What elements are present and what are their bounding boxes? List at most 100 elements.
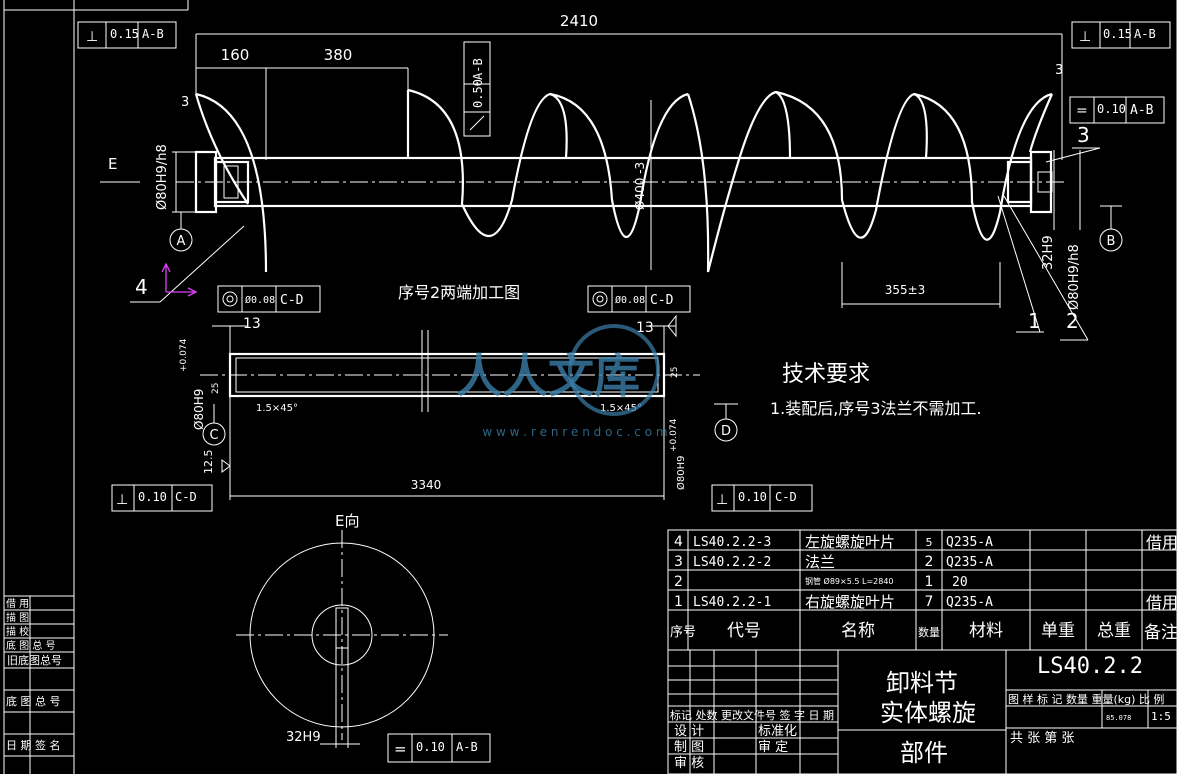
label-standardization: 标准化 — [758, 724, 797, 739]
svg-text:⊥: ⊥ — [716, 492, 728, 508]
svg-text:A-B: A-B — [1134, 27, 1156, 41]
balloon-4: 4 — [135, 275, 148, 299]
dim-13-right: 13 — [636, 320, 654, 336]
dim-32h9: 32H9 — [1041, 235, 1056, 270]
fcf-perp-top-left: ⊥ 0.15 A-B — [77, 21, 177, 49]
strip-label-6: 底 图 总 号 — [6, 694, 61, 708]
bom-table: 4 LS40.2.2-3 左旋螺旋叶片 5 Q235-A 借用 3 LS40.2… — [667, 529, 1177, 651]
svg-text:单重: 单重 — [1041, 621, 1075, 641]
tech-note: 1.装配后,序号3法兰不需加工. — [770, 399, 982, 418]
label-check: 审 核 — [674, 756, 704, 771]
strip-label-5: 旧底图总号 — [7, 653, 62, 667]
svg-text:3: 3 — [674, 554, 683, 570]
svg-text:A-B: A-B — [456, 740, 478, 754]
svg-text:=: = — [1076, 103, 1088, 119]
svg-text:0.15: 0.15 — [1103, 27, 1132, 41]
svg-text:0.15: 0.15 — [110, 27, 139, 41]
svg-text:A-B: A-B — [142, 27, 164, 41]
svg-text:1: 1 — [674, 594, 683, 610]
bom-row: 2 钢管 Ø89×5.5 L=2840 1 20 — [674, 574, 968, 590]
label-design: 设 计 — [674, 724, 704, 739]
svg-text:20: 20 — [952, 575, 968, 590]
fcf-perp-bottom-left: ⊥ 0.10 C-D — [111, 484, 213, 512]
dim-phi400: Ø400 -3 — [633, 162, 647, 210]
scale-value: 1:5 — [1151, 710, 1171, 723]
fcf-concen-left: Ø0.08 C-D — [217, 285, 321, 313]
svg-text:备注: 备注 — [1144, 623, 1177, 643]
fcf-perp-bottom-right: ⊥ 0.10 C-D — [711, 484, 813, 512]
fcf-perp-top-right: ⊥ 0.15 A-B — [1071, 21, 1171, 49]
revision-header: 标记 处数 更改文件号 签 字 日 期 — [670, 708, 834, 722]
svg-text:Q235-A: Q235-A — [946, 555, 993, 570]
dim-phi80-shaft-right: Ø80H9 — [675, 456, 687, 490]
dim-3-right: 3 — [1055, 63, 1063, 78]
svg-text:4: 4 — [674, 534, 683, 550]
svg-text:C-D: C-D — [175, 490, 197, 504]
dim-chamfer-left: 1.5×45° — [256, 403, 298, 414]
datum-a: A — [177, 234, 186, 249]
svg-text:总重: 总重 — [1097, 621, 1131, 641]
svg-text:0.10: 0.10 — [138, 490, 167, 504]
svg-text:0.10: 0.10 — [416, 740, 445, 754]
screw-assembly-view: 2410 160 380 3 3 Ø80H9/h8 Ø400 -3 355±3 … — [100, 12, 1123, 341]
svg-text:2: 2 — [925, 554, 934, 570]
svg-text:5: 5 — [926, 536, 933, 549]
balloon-3: 3 — [1077, 123, 1090, 147]
dim-12-5: 12.5 — [202, 450, 215, 475]
helix-flights — [194, 88, 1054, 273]
svg-text:C-D: C-D — [775, 490, 797, 504]
part-name-line2: 实体螺旋 — [880, 699, 976, 727]
svg-text:=: = — [394, 740, 407, 758]
detail-pipe-view: 序号2两端加工图 13 13 3340 12.5 Ø80H9 +0.074 Ø8… — [179, 283, 738, 500]
svg-text:2: 2 — [674, 574, 683, 590]
svg-text:LS40.2.2-2: LS40.2.2-2 — [693, 555, 771, 570]
svg-text:法兰: 法兰 — [805, 553, 835, 571]
strip-label-4: 底 图 总 号 — [6, 639, 56, 652]
dim-13-left: 13 — [243, 316, 261, 332]
drawing-frame — [3, 0, 1177, 774]
label-approve: 审 定 — [758, 740, 788, 755]
part-name-line1: 卸料节 — [886, 669, 958, 697]
svg-text:数量: 数量 — [918, 626, 940, 639]
strip-label-1: 借 用 — [6, 598, 29, 610]
svg-text:借用: 借用 — [1146, 533, 1177, 552]
svg-text:序号: 序号 — [670, 625, 696, 640]
svg-text:0.10: 0.10 — [738, 490, 767, 504]
svg-text:1: 1 — [925, 574, 934, 590]
fcf-runout-mid: A-B 0.50 — [463, 41, 491, 137]
svg-text:⊥: ⊥ — [116, 492, 128, 508]
svg-text:借用: 借用 — [1146, 593, 1177, 612]
dim-3340: 3340 — [411, 478, 442, 492]
strip-label-7: 日 期 签 名 — [6, 738, 61, 752]
drawing-number: LS40.2.2 — [1037, 654, 1143, 679]
title-block: 卸料节 实体螺旋 部件 LS40.2.2 图 样 标 记 数量 重量(kg) 比… — [667, 649, 1177, 774]
dim-3-left: 3 — [181, 95, 189, 110]
dim-25-right: 25 — [670, 367, 680, 378]
dim-overall: 2410 — [560, 12, 598, 30]
watermark-brand: 人人文库 — [456, 349, 640, 403]
balloon-1: 1 — [1028, 309, 1041, 333]
svg-text:A-B: A-B — [1130, 103, 1154, 118]
tech-title: 技术要求 — [782, 362, 870, 387]
part-type: 部件 — [900, 739, 948, 767]
dim-32h9-eview: 32H9 — [286, 730, 321, 745]
datum-d: D — [721, 424, 731, 439]
detail-title: 序号2两端加工图 — [398, 283, 520, 302]
svg-text:C-D: C-D — [650, 293, 674, 308]
bom-row: 1 LS40.2.2-1 右旋螺旋叶片 7 Q235-A 借用 — [674, 593, 1177, 612]
svg-text:钢管 Ø89×5.5 L=2840: 钢管 Ø89×5.5 L=2840 — [805, 576, 894, 586]
svg-text:0.10: 0.10 — [1097, 102, 1126, 116]
svg-text:Ø0.08: Ø0.08 — [245, 294, 275, 306]
bom-row: 3 LS40.2.2-2 法兰 2 Q235-A — [674, 553, 993, 571]
bom-row: 4 LS40.2.2-3 左旋螺旋叶片 5 Q235-A 借用 — [674, 533, 1177, 552]
svg-text:右旋螺旋叶片: 右旋螺旋叶片 — [805, 593, 895, 611]
dim-pitch: 355±3 — [885, 283, 926, 297]
svg-text:LS40.2.2-1: LS40.2.2-1 — [693, 595, 771, 610]
svg-text:⊥: ⊥ — [86, 29, 98, 45]
dim-phi80-shaft-left: Ø80H9 — [192, 389, 206, 430]
stage-header: 图 样 标 记 数量 重量(kg) 比 例 — [1008, 692, 1164, 706]
datum-c: C — [209, 428, 218, 443]
dim-380: 380 — [324, 46, 353, 64]
svg-text:名称: 名称 — [841, 621, 875, 641]
